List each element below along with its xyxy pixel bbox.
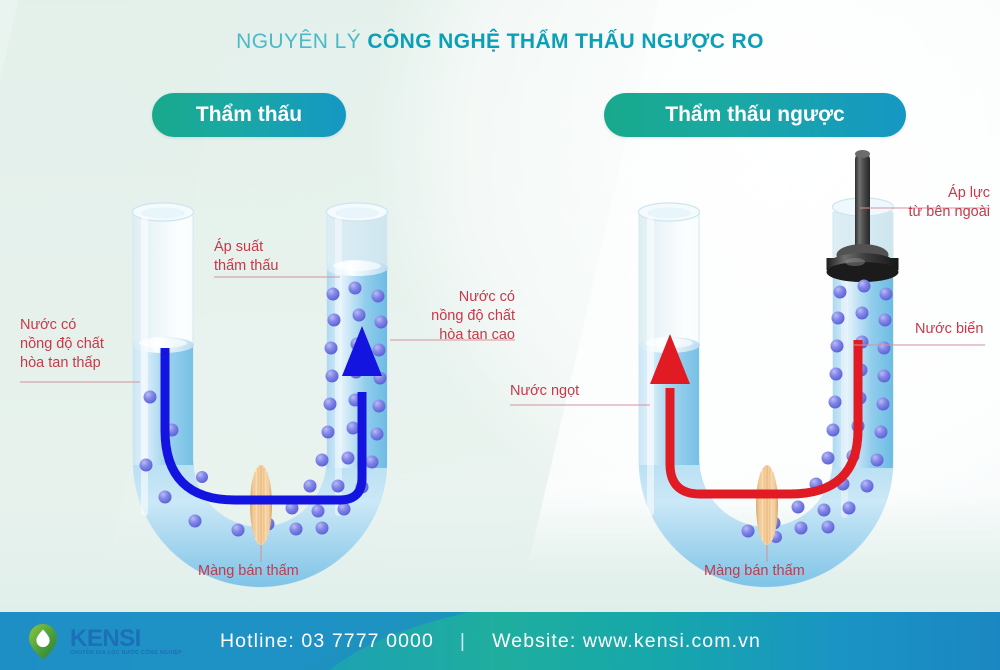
label-sea-water-text: Nước biển	[915, 321, 984, 337]
label-fresh-water-text: Nước ngọt	[510, 383, 580, 399]
left-flow-arrow	[160, 348, 367, 505]
label-external-pressure-l1: Áp lực	[948, 185, 990, 201]
left-water-surface-highlight	[139, 338, 187, 348]
right-water-surface-highlight	[333, 261, 381, 271]
footer-bar: KENSI CHUYÊN GIA LỌC NƯỚC CÔNG NGHIỆP Ho…	[0, 612, 1000, 670]
label-osmotic-pressure-l1: Áp suất	[214, 239, 264, 255]
label-external-pressure: Áp lực từ bên ngoài	[870, 184, 990, 222]
label-high-concentration-l1: Nước có	[458, 289, 515, 305]
page-title-bold: CÔNG NGHỆ THẨM THẤU NGƯỢC RO	[367, 30, 764, 53]
footer-separator: |	[459, 629, 467, 652]
right-flow-arrow	[665, 340, 863, 499]
label-low-concentration-l3: hòa tan thấp	[20, 355, 101, 371]
right-u-tube-assembly	[637, 150, 899, 588]
label-membrane-right-text: Màng bán thấm	[704, 563, 805, 579]
label-high-concentration: Nước có nồng độ chất hòa tan cao	[395, 288, 515, 345]
badge-osmosis: Thẩm thấu	[152, 93, 346, 137]
label-low-concentration-l1: Nước có	[20, 317, 77, 333]
label-sea-water: Nước biển	[915, 320, 983, 339]
footer-contact: Hotline: 03 7777 0000 | Website: www.ken…	[220, 612, 761, 670]
footer-hotline[interactable]: Hotline: 03 7777 0000	[220, 629, 434, 652]
kensi-logo-tagline: CHUYÊN GIA LỌC NƯỚC CÔNG NGHIỆP	[69, 650, 182, 656]
badge-osmosis-label: Thẩm thấu	[195, 103, 303, 126]
left-glass-highlight	[141, 216, 148, 516]
label-membrane-right: Màng bán thấm	[704, 562, 805, 581]
label-osmotic-pressure: Áp suất thẩm thấu	[214, 238, 279, 276]
label-high-concentration-l2: nồng độ chất	[431, 308, 515, 324]
right-rim-inner	[335, 207, 379, 219]
label-fresh-water: Nước ngọt	[510, 382, 579, 401]
right-right-glass-highlight	[841, 278, 848, 518]
leader-lines	[20, 207, 990, 562]
label-high-concentration-l3: hòa tan cao	[439, 327, 515, 343]
kensi-logo-mark	[29, 624, 57, 660]
badge-reverse-osmosis: Thẩm thấu ngược	[604, 93, 906, 137]
kensi-logo-wordmark: KENSI	[70, 625, 141, 652]
right-left-rim-inner	[647, 207, 691, 219]
label-low-concentration-l2: nồng độ chất	[20, 336, 104, 352]
pressure-piston	[826, 150, 899, 282]
right-glass-highlight	[335, 216, 342, 516]
label-osmotic-pressure-l2: thẩm thấu	[214, 258, 279, 274]
left-flow-arrowhead	[342, 326, 382, 376]
kensi-logo: KENSI CHUYÊN GIA LỌC NƯỚC CÔNG NGHIỆP	[20, 621, 200, 663]
right-flow-arrowhead	[650, 334, 690, 384]
page-title-light: NGUYÊN LÝ	[236, 30, 368, 53]
footer-wave	[0, 612, 470, 670]
label-membrane-left: Màng bán thấm	[198, 562, 299, 581]
left-rim-inner	[141, 207, 185, 219]
label-membrane-left-text: Màng bán thấm	[198, 563, 299, 579]
footer-website[interactable]: Website: www.kensi.com.vn	[492, 629, 761, 652]
left-semipermeable-membrane	[250, 465, 272, 545]
badge-reverse-osmosis-label: Thẩm thấu ngược	[665, 103, 845, 126]
page-title: NGUYÊN LÝ CÔNG NGHỆ THẨM THẤU NGƯỢC RO	[0, 30, 1000, 54]
right-semipermeable-membrane	[756, 465, 778, 545]
label-external-pressure-l2: từ bên ngoài	[908, 204, 990, 220]
right-left-glass-highlight	[647, 216, 654, 516]
label-low-concentration: Nước có nồng độ chất hòa tan thấp	[20, 316, 104, 373]
